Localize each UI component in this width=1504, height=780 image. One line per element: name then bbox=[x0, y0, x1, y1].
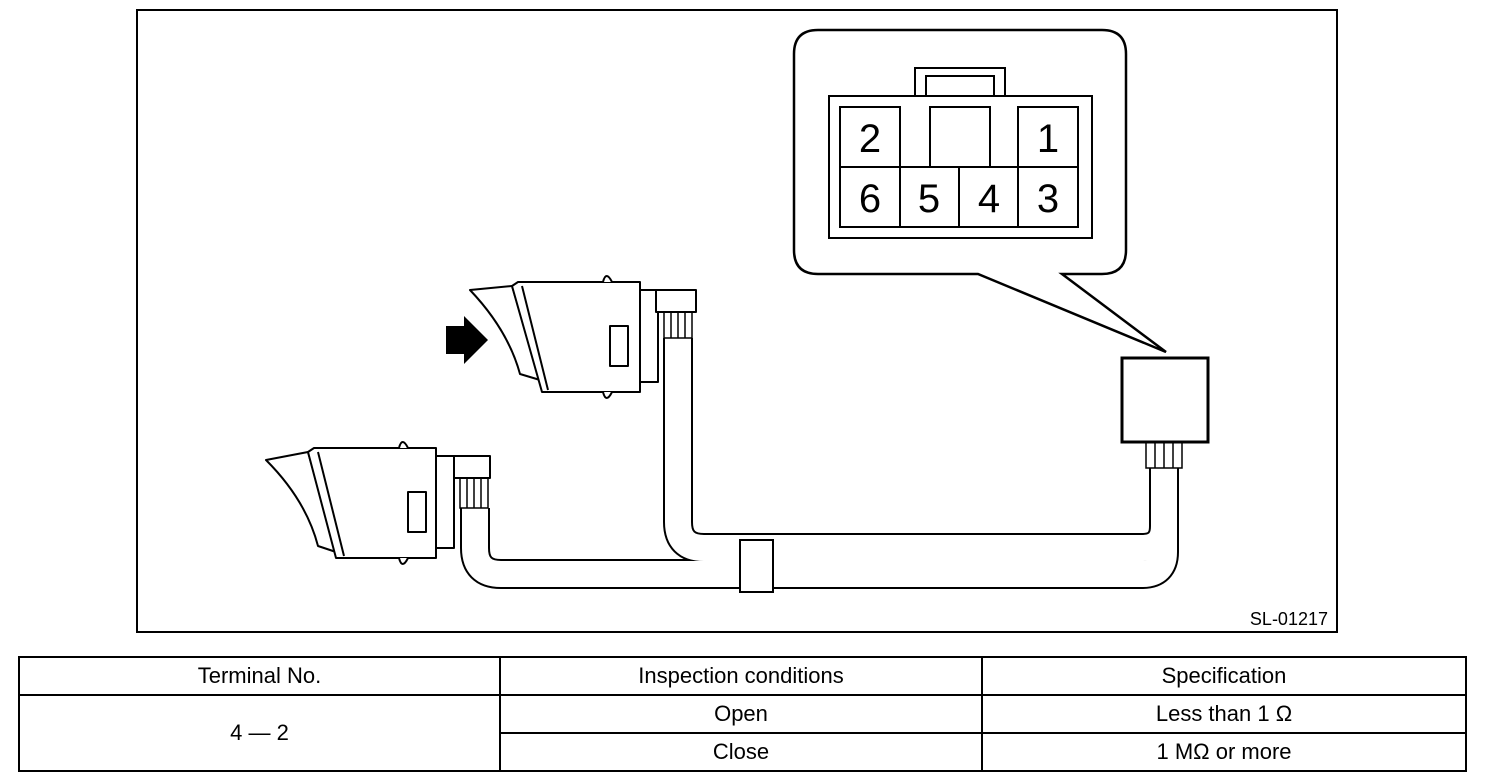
pin-label-4: 4 bbox=[978, 177, 1000, 221]
header-conditions: Inspection conditions bbox=[499, 656, 983, 696]
wire-harness bbox=[460, 338, 1179, 589]
connector-callout bbox=[792, 28, 1167, 354]
harness-connector bbox=[1120, 356, 1210, 444]
pin-label-2: 2 bbox=[859, 117, 881, 161]
wire-terminals bbox=[459, 309, 1183, 509]
pin-label-5: 5 bbox=[918, 177, 940, 221]
pin-label-3: 3 bbox=[1037, 177, 1059, 221]
condition-cell: Close bbox=[499, 732, 983, 772]
press-arrow-icon bbox=[446, 316, 488, 364]
wiring-diagram: 2 1 6 5 4 3 bbox=[136, 9, 1338, 633]
pin-label-1: 1 bbox=[1037, 117, 1059, 161]
harness-clip bbox=[739, 539, 774, 593]
specification-cell: Less than 1 Ω bbox=[981, 694, 1467, 734]
header-specification: Specification bbox=[981, 656, 1467, 696]
connector-face bbox=[828, 67, 1093, 239]
header-terminal: Terminal No. bbox=[18, 656, 501, 696]
inspection-table: Terminal No. Inspection conditions Speci… bbox=[18, 656, 1467, 772]
specification-cell: 1 MΩ or more bbox=[981, 732, 1467, 772]
pin-label-6: 6 bbox=[859, 177, 881, 221]
lower-switch bbox=[265, 441, 491, 565]
terminal-cell: 4 — 2 bbox=[18, 694, 501, 772]
table-row: 4 — 2 Open Less than 1 Ω bbox=[18, 694, 1467, 772]
figure-frame bbox=[136, 9, 1338, 633]
figure-code: SL-01217 bbox=[1250, 609, 1328, 629]
table-row: Close 1 MΩ or more bbox=[19, 732, 1467, 772]
condition-cell: Open bbox=[499, 694, 983, 734]
upper-switch bbox=[469, 275, 697, 399]
table-header-row: Terminal No. Inspection conditions Speci… bbox=[18, 656, 1467, 696]
